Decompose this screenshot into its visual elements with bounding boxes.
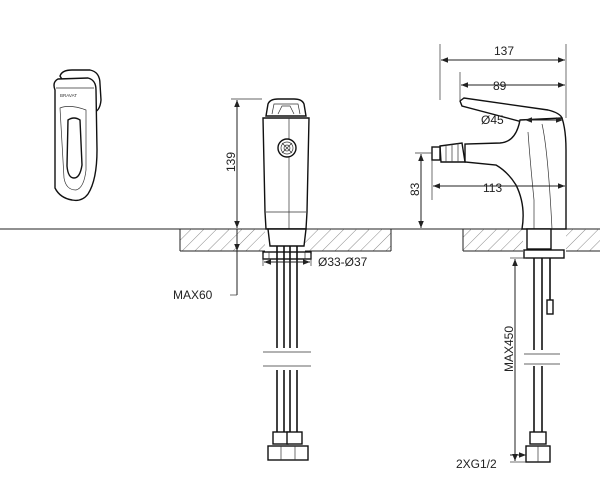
dim-mount-hole: Ø33-Ø37 xyxy=(318,255,368,269)
dim-spout-height: 83 xyxy=(408,182,422,196)
dim-total-width: 137 xyxy=(494,44,514,58)
faucet-thumbnail: BRAVAT xyxy=(53,69,102,202)
dim-max-deck: MAX60 xyxy=(173,288,213,302)
dim-spout-width: 89 xyxy=(493,79,507,93)
dim-spout-diameter: Ø45 xyxy=(481,113,504,127)
thumbnail-logo: BRAVAT xyxy=(60,93,77,98)
dim-connection: 2XG1/2 xyxy=(456,457,497,471)
dim-spout-reach: 113 xyxy=(483,181,502,195)
side-dimensions: 137 89 Ø45 113 83 MAX450 2XG1/2 xyxy=(408,44,567,471)
dim-max-hose: MAX450 xyxy=(502,326,516,372)
deck-section-front xyxy=(179,229,392,252)
deck-section-side xyxy=(462,229,600,252)
side-view xyxy=(431,97,567,463)
dim-body-height: 139 xyxy=(224,152,238,172)
front-dimensions: 139 MAX60 Ø33-Ø37 xyxy=(173,98,368,302)
front-view xyxy=(262,98,312,461)
